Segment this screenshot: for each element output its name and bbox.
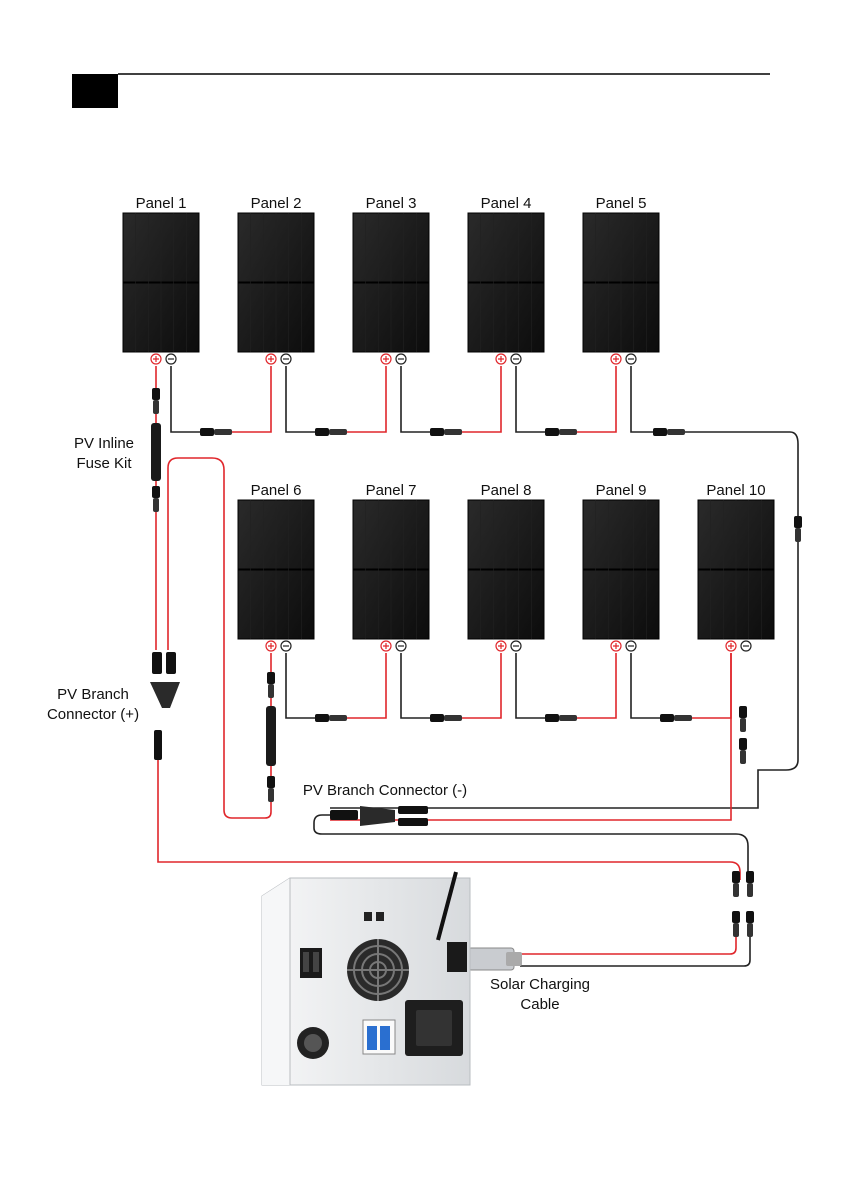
minus-terminal-icon <box>281 354 291 364</box>
solar-panel: Panel 4 <box>468 195 544 364</box>
connectors <box>150 388 802 970</box>
mc4-connector <box>660 714 692 722</box>
branch-pos-label-line1: PV Branch <box>57 686 129 703</box>
minus-terminal-icon <box>281 641 291 651</box>
inline-fuse-kit <box>151 423 161 481</box>
minus-terminal-icon <box>166 354 176 364</box>
inline-fuse-kit <box>266 706 276 766</box>
panel-label: Panel 5 <box>596 195 647 212</box>
panel-label: Panel 6 <box>251 482 302 499</box>
solar-panel: Panel 9 <box>583 482 659 651</box>
solar-panel: Panel 5 <box>583 195 659 364</box>
panels: Panel 1 Panel 2 Panel 3 Panel 4 Panel 5 Panel… <box>123 195 774 651</box>
cable-label-line1: Solar Charging <box>490 976 590 993</box>
mc4-connector <box>794 516 802 542</box>
fuse-kit-label-line1: PV Inline <box>74 435 134 452</box>
mc4-connector <box>430 714 462 722</box>
minus-terminal-icon <box>396 354 406 364</box>
mc4-connector <box>732 911 740 937</box>
plus-terminal-icon <box>266 641 276 651</box>
mc4-connector <box>267 776 275 802</box>
mc4-connector <box>545 714 577 722</box>
mc4-connector <box>746 911 754 937</box>
mc4-connector <box>746 871 754 897</box>
panel-label: Panel 4 <box>481 195 532 212</box>
solar-panel: Panel 8 <box>468 482 544 651</box>
solar-panel: Panel 10 <box>698 482 774 651</box>
plus-terminal-icon <box>381 354 391 364</box>
power-station <box>262 872 470 1085</box>
mc4-connector <box>315 428 347 436</box>
mc4-connector <box>732 871 740 897</box>
minus-terminal-icon <box>511 354 521 364</box>
panel-label: Panel 8 <box>481 482 532 499</box>
cable-label-line2: Cable <box>520 996 559 1013</box>
panel-label: Panel 10 <box>706 482 765 499</box>
mc4-connector <box>739 706 747 732</box>
plus-terminal-icon <box>611 354 621 364</box>
pv-input-port <box>447 942 467 972</box>
branch-pos-label-line2: Connector (+) <box>47 706 139 723</box>
mc4-connector <box>545 428 577 436</box>
plus-terminal-icon <box>611 641 621 651</box>
minus-terminal-icon <box>511 641 521 651</box>
branch-connector-positive <box>150 652 180 760</box>
mc4-connector <box>430 428 462 436</box>
plus-terminal-icon <box>381 641 391 651</box>
solar-panel: Panel 3 <box>353 195 429 364</box>
mc4-connector <box>200 428 232 436</box>
mc4-connector <box>152 486 160 512</box>
mc4-connector <box>653 428 685 436</box>
mc4-connector <box>152 388 160 414</box>
branch-neg-label: PV Branch Connector (-) <box>303 782 467 799</box>
anderson-plug <box>468 948 522 970</box>
panel-label: Panel 2 <box>251 195 302 212</box>
minus-terminal-icon <box>741 641 751 651</box>
solar-panel: Panel 7 <box>353 482 429 651</box>
minus-terminal-icon <box>396 641 406 651</box>
plus-terminal-icon <box>496 641 506 651</box>
panel-label: Panel 7 <box>366 482 417 499</box>
panel-label: Panel 3 <box>366 195 417 212</box>
wires <box>156 366 798 966</box>
plus-terminal-icon <box>151 354 161 364</box>
solar-panel: Panel 1 <box>123 195 199 364</box>
panel-label: Panel 1 <box>136 195 187 212</box>
solar-panel: Panel 2 <box>238 195 314 364</box>
mc4-connector <box>739 738 747 764</box>
plus-terminal-icon <box>266 354 276 364</box>
fuse-kit-label-line2: Fuse Kit <box>76 455 132 472</box>
mc4-connector <box>315 714 347 722</box>
minus-terminal-icon <box>626 641 636 651</box>
plus-terminal-icon <box>726 641 736 651</box>
plus-terminal-icon <box>496 354 506 364</box>
mc4-connector <box>267 672 275 698</box>
minus-terminal-icon <box>626 354 636 364</box>
solar-panel: Panel 6 <box>238 482 314 651</box>
section-marker <box>72 74 118 108</box>
branch-connector-negative <box>330 806 428 826</box>
panel-label: Panel 9 <box>596 482 647 499</box>
